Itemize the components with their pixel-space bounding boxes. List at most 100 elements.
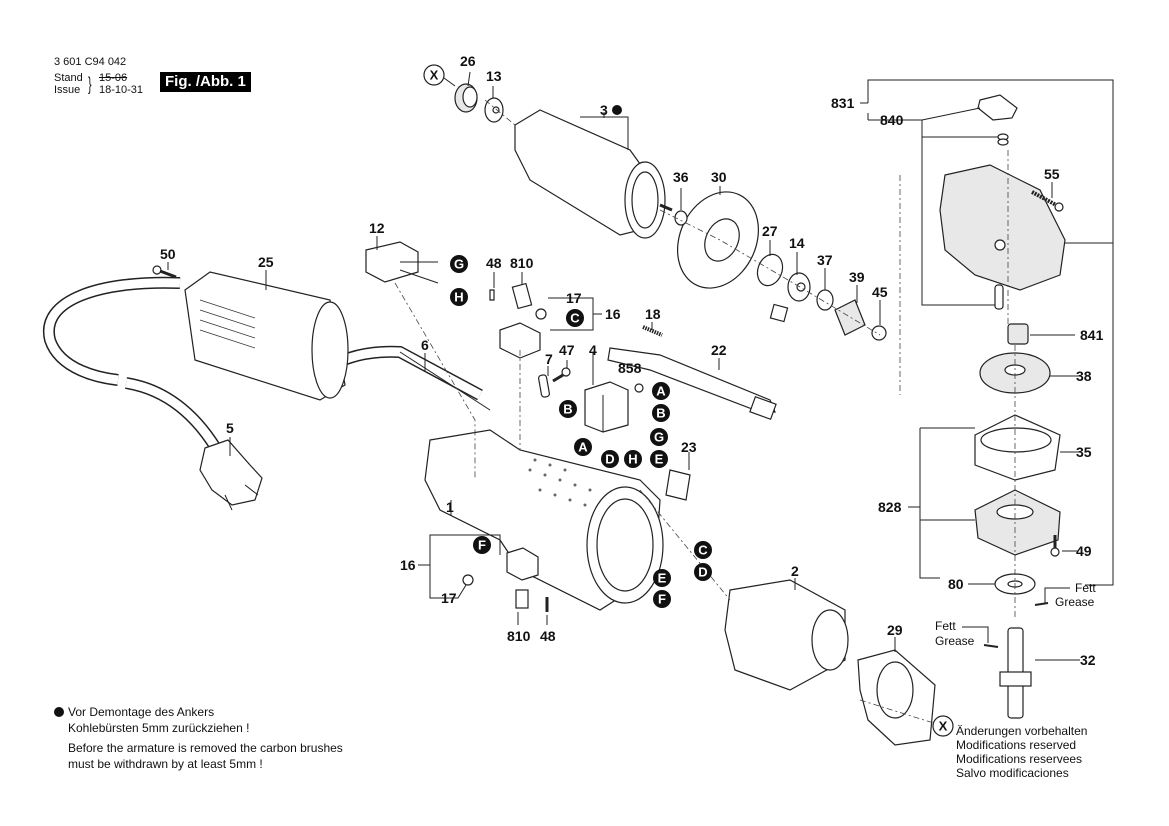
gasket-35 [974, 414, 1061, 481]
wheel-guard [857, 649, 936, 746]
label-25: 25 [258, 254, 274, 270]
svg-text:F: F [658, 592, 666, 607]
spring-18 [642, 325, 663, 337]
screw-55 [1031, 190, 1064, 212]
bearing-26 [454, 83, 478, 113]
label-48-bottom: 48 [540, 628, 556, 644]
connector-b-right: B [652, 404, 670, 422]
label-38: 38 [1076, 368, 1092, 384]
footnote-en-2: must be withdrawn by at least 5mm ! [68, 757, 263, 771]
spring-7 [538, 374, 550, 398]
nut-45 [871, 325, 887, 341]
connector-e-right: E [650, 450, 668, 468]
cover-23 [665, 469, 691, 501]
cable-6 [399, 351, 491, 411]
suppressor-capacitor [365, 241, 439, 284]
label-36: 36 [673, 169, 689, 185]
footnote-de-1: Vor Demontage des Ankers [68, 705, 215, 719]
spindle-lock-button [977, 94, 1018, 121]
housing-cover [184, 271, 349, 401]
label-13: 13 [486, 68, 502, 84]
label-16-bottom: 16 [400, 557, 416, 573]
svg-text:E: E [655, 452, 664, 467]
ring-27 [756, 253, 784, 287]
plug [199, 439, 263, 511]
brace: } [88, 74, 92, 94]
label-32: 32 [1080, 652, 1096, 668]
spring-840 [997, 133, 1009, 146]
reference-marker-top: X [423, 64, 456, 87]
label-26: 26 [460, 53, 476, 69]
part-labels: 26 13 3 36 30 27 14 37 39 45 831 840 55 … [160, 53, 1104, 668]
svg-text:C: C [570, 311, 580, 326]
label-39: 39 [849, 269, 865, 285]
label-810-top: 810 [510, 255, 534, 271]
label-12: 12 [369, 220, 385, 236]
label-4: 4 [589, 342, 597, 358]
footnote-de-2: Kohlebürsten 5mm zurückziehen ! [68, 721, 250, 735]
svg-text:A: A [656, 384, 666, 399]
fan-baffle [676, 191, 760, 289]
label-37: 37 [817, 252, 833, 268]
svg-text:B: B [656, 406, 665, 421]
svg-text:B: B [563, 402, 572, 417]
connector-e-field: E [653, 569, 671, 587]
label-27: 27 [762, 223, 778, 239]
modifications-notice: Änderungen vorbehalten Modifications res… [956, 724, 1087, 780]
connector-a-right: A [652, 382, 670, 400]
washer-36 [674, 210, 688, 226]
bullet-icon [54, 707, 64, 717]
label-831: 831 [831, 95, 855, 111]
label-50: 50 [160, 246, 176, 262]
modifications-en: Modifications reserved [956, 738, 1077, 752]
connector-g-right: G [650, 428, 668, 446]
grease-note-upper: Fett Grease [1034, 581, 1096, 609]
label-858: 858 [618, 360, 642, 376]
motor-housing [424, 429, 664, 611]
switch [584, 381, 629, 433]
label-35: 35 [1076, 444, 1092, 460]
stand-value: 15-06 [99, 72, 128, 84]
armature-note-bullet [612, 105, 622, 115]
connector-g-top: G [450, 255, 468, 273]
svg-text:Fett: Fett [1075, 581, 1096, 595]
needle-bearing-841 [1007, 323, 1029, 345]
svg-text:Fett: Fett [935, 619, 956, 633]
modifications-de: Änderungen vorbehalten [956, 724, 1088, 738]
connector-c-field: C [694, 541, 712, 559]
label-17-top: 17 [566, 290, 582, 306]
screw-49 [1050, 535, 1060, 557]
switch-rod [607, 347, 777, 421]
footnote: Vor Demontage des Ankers Kohlebürsten 5m… [54, 704, 343, 772]
label-23: 23 [681, 439, 697, 455]
connector-d-field: D [694, 563, 712, 581]
figure-label: Fig. /Abb. 1 [160, 72, 251, 92]
label-5: 5 [226, 420, 234, 436]
modifications-fr: Modifications reservees [956, 752, 1083, 766]
part-number: 3 601 C94 042 [54, 56, 127, 68]
screw-50 [152, 265, 177, 279]
label-47: 47 [559, 342, 575, 358]
label-30: 30 [711, 169, 727, 185]
label-828: 828 [878, 499, 902, 515]
label-841: 841 [1080, 327, 1104, 343]
label-29: 29 [887, 622, 903, 638]
svg-text:Grease: Grease [1055, 595, 1095, 609]
connector-callouts: G H C A B G E H D B A F C D E F [450, 255, 712, 608]
svg-text:Grease: Grease [935, 634, 975, 648]
connector-h-right: H [624, 450, 642, 468]
svg-text:E: E [658, 571, 667, 586]
label-16-top: 16 [605, 306, 621, 322]
reference-marker-bottom: X [932, 715, 954, 737]
label-6: 6 [421, 337, 429, 353]
svg-text:D: D [605, 452, 614, 467]
leader-lines [167, 71, 1114, 661]
screw-47 [552, 367, 571, 383]
svg-text:X: X [430, 68, 439, 83]
washer-37 [816, 289, 834, 311]
label-55: 55 [1044, 166, 1060, 182]
svg-text:F: F [478, 538, 486, 553]
label-810-bottom: 810 [507, 628, 531, 644]
connector-b-left: B [559, 400, 577, 418]
